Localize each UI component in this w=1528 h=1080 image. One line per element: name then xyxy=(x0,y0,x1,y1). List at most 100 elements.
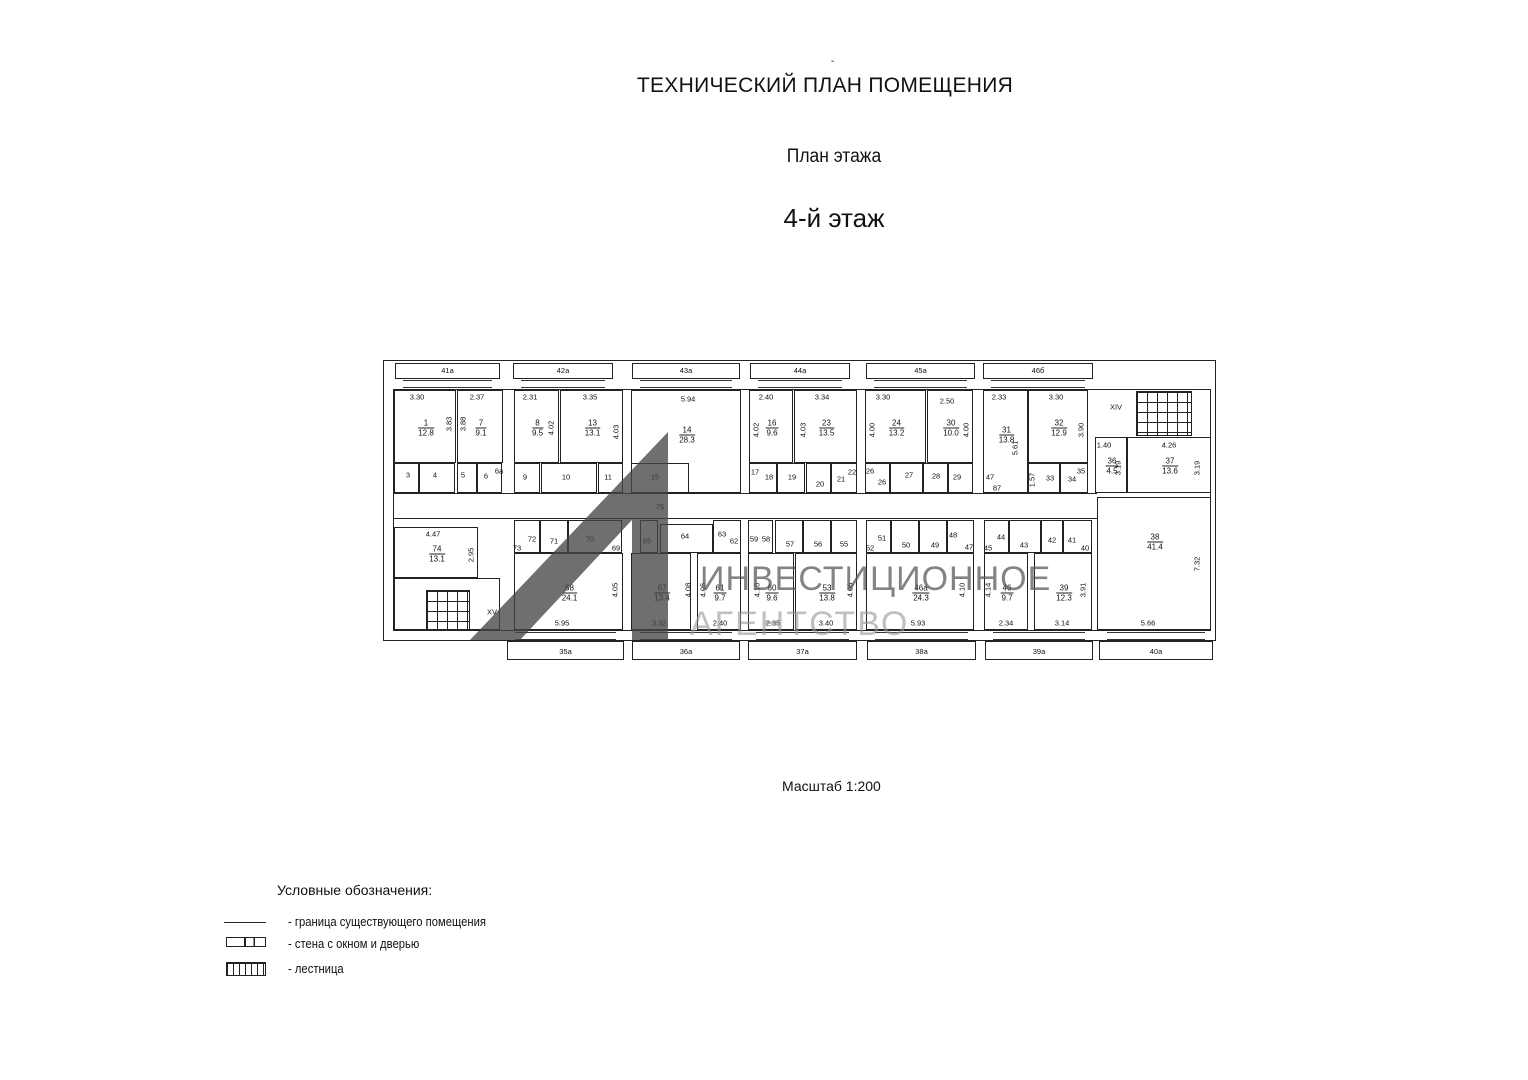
room-number-label: 11 xyxy=(604,472,612,482)
room-number: 16 xyxy=(765,418,779,428)
room-number-label: 21 xyxy=(836,474,846,484)
dimension-label: 3.30 xyxy=(409,392,425,402)
small-room xyxy=(748,520,773,553)
small-room xyxy=(660,524,713,553)
room-number-label: 45 xyxy=(983,543,993,553)
room-area: 28.3 xyxy=(679,435,695,445)
dimension-label: 4.08 xyxy=(683,582,693,598)
room-number-label: 51 xyxy=(877,533,887,543)
room-number: 14 xyxy=(679,426,695,436)
small-room xyxy=(1060,463,1088,493)
room-number-label: 42 xyxy=(1047,535,1057,545)
balcony-top: 44а xyxy=(750,363,850,379)
room-number-label: 69 xyxy=(611,543,621,553)
room-number-label: 22 xyxy=(847,467,857,477)
room-number-label: 35 xyxy=(1076,466,1086,476)
dimension-label: 4.05 xyxy=(610,582,620,598)
small-room xyxy=(923,463,948,493)
dimension-label: 5.94 xyxy=(680,394,696,404)
balcony-top: 41а xyxy=(395,363,500,379)
window xyxy=(991,380,1085,388)
room-area: 9.1 xyxy=(475,428,487,437)
small-room xyxy=(919,520,947,553)
room-area: 13.4 xyxy=(654,593,670,602)
room-number: 30 xyxy=(943,418,959,428)
window xyxy=(515,632,616,640)
room-area: 10.0 xyxy=(943,428,959,437)
balcony-bottom: 38а xyxy=(867,641,976,660)
small-room xyxy=(891,520,919,553)
window xyxy=(875,632,968,640)
room-number-label: 64 xyxy=(680,531,690,541)
dimension-label: 3.32 xyxy=(651,618,667,628)
room-number-label: 55 xyxy=(839,539,849,549)
corridor-label: 75 xyxy=(655,502,665,512)
room-number-label: 20 xyxy=(815,479,825,489)
room-number: 23 xyxy=(818,418,835,428)
room-area: 9.6 xyxy=(766,428,778,437)
watermark-line2: АГЕНТСТВО xyxy=(690,605,910,643)
dimension-label: 1.40 xyxy=(1096,440,1112,450)
room-number-label: 19 xyxy=(787,472,797,482)
small-room xyxy=(947,520,974,553)
wall-window-door-symbol xyxy=(226,937,266,947)
dimension-label: 5.93 xyxy=(910,618,926,628)
document-title: ТЕХНИЧЕСКИЙ ПЛАН ПОМЕЩЕНИЯ xyxy=(636,74,1014,97)
room-area: 9.7 xyxy=(1001,593,1013,602)
dimension-label: 3.30 xyxy=(875,392,891,402)
window xyxy=(993,632,1085,640)
small-room xyxy=(831,520,857,553)
legend-item-wall: - стена с окном и дверью xyxy=(288,937,420,951)
room-number-label: XV xyxy=(486,607,498,617)
room-number-label: 29 xyxy=(952,472,962,482)
scale-label: Масштаб 1:200 xyxy=(782,778,881,794)
dimension-label: 7.32 xyxy=(1192,556,1202,572)
room-number: 39 xyxy=(1056,583,1072,593)
dimension-label: 3.19 xyxy=(1113,460,1123,476)
dimension-label: 3.40 xyxy=(818,618,834,628)
room-number: 46а xyxy=(912,583,930,593)
dimension-label: 4.00 xyxy=(961,422,971,438)
dimension-label: 3.90 xyxy=(1076,422,1086,438)
dimension-label: 4.03 xyxy=(798,422,808,438)
room-number-label: 33 xyxy=(1045,473,1055,483)
watermark-line1: ИНВЕСТИЦИОННОЕ xyxy=(700,560,1052,598)
room-number-label: 72 xyxy=(527,534,537,544)
room-number-label: 87 xyxy=(992,483,1002,493)
small-room xyxy=(948,463,973,493)
room-area: 9.7 xyxy=(714,593,726,602)
dimension-label: 4.02 xyxy=(546,420,556,436)
dimension-label: 3.83 xyxy=(444,416,454,432)
room-number-label: 27 xyxy=(904,470,914,480)
building-outline xyxy=(383,360,1216,641)
room-number-label: 44 xyxy=(996,532,1006,542)
corridor xyxy=(393,493,1097,519)
small-room xyxy=(1009,520,1041,553)
room-area: 12.3 xyxy=(1056,593,1072,602)
room-number: 1 xyxy=(418,418,434,428)
room-number-label: 49 xyxy=(930,540,940,550)
small-room xyxy=(984,520,1009,553)
room-number-label: 18 xyxy=(764,472,774,482)
room-number-label: 50 xyxy=(901,540,911,550)
balcony-top: 45а xyxy=(866,363,975,379)
room-number-label: 4 xyxy=(432,470,438,480)
small-room xyxy=(806,463,831,493)
dimension-label: 3.19 xyxy=(1192,460,1202,476)
dimension-label: 2.40 xyxy=(712,618,728,628)
room-number-label: 65 xyxy=(642,536,652,546)
